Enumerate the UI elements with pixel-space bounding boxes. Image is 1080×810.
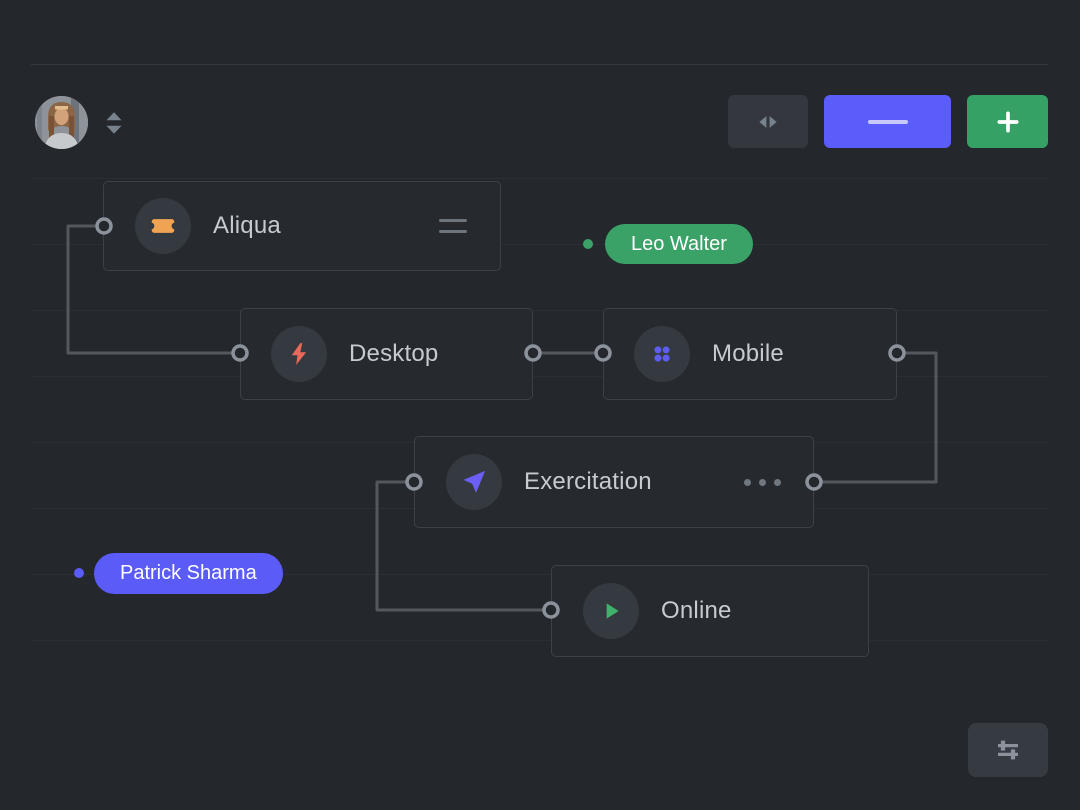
swap-horizontal-button[interactable]	[728, 95, 808, 148]
gridline	[31, 640, 1048, 641]
sort-updown-icon[interactable]	[101, 109, 127, 137]
assignee-badge-leo-walter[interactable]: Leo Walter	[605, 224, 753, 264]
node-exercitation[interactable]: Exercitation	[414, 436, 824, 534]
primary-action-button[interactable]	[824, 95, 951, 148]
node-desktop[interactable]: Desktop	[240, 308, 543, 406]
dots-grid-icon	[634, 326, 690, 382]
node-label: Desktop	[349, 340, 439, 367]
header-divider	[31, 64, 1048, 65]
gridline	[31, 244, 1048, 245]
gridline	[31, 178, 1048, 179]
node-online[interactable]: Online	[551, 565, 879, 663]
status-dot	[583, 239, 593, 249]
assignee-badge-patrick-sharma[interactable]: Patrick Sharma	[94, 553, 283, 594]
node-label: Mobile	[712, 340, 784, 367]
user-avatar[interactable]	[35, 96, 88, 149]
node-label: Exercitation	[524, 468, 652, 495]
ellipsis-menu-icon[interactable]	[744, 478, 781, 486]
plus-icon	[996, 110, 1019, 133]
gridline	[31, 376, 1048, 377]
lightning-icon	[271, 326, 327, 382]
avatar-image	[35, 96, 88, 149]
add-node-button[interactable]	[967, 95, 1048, 148]
dash-icon	[867, 119, 908, 124]
swap-horizontal-icon	[759, 115, 777, 128]
ticket-icon	[135, 198, 191, 254]
send-arrow-icon	[446, 454, 502, 510]
node-label: Aliqua	[213, 212, 281, 239]
gridline	[31, 310, 1048, 311]
drag-handle-icon[interactable]	[439, 219, 467, 233]
status-dot	[74, 568, 84, 578]
settings-button[interactable]	[968, 723, 1048, 777]
play-icon	[583, 583, 639, 639]
node-label: Online	[661, 597, 732, 624]
sliders-icon	[998, 740, 1018, 760]
node-aliqua[interactable]: Aliqua	[103, 181, 511, 277]
node-mobile[interactable]: Mobile	[603, 308, 907, 406]
